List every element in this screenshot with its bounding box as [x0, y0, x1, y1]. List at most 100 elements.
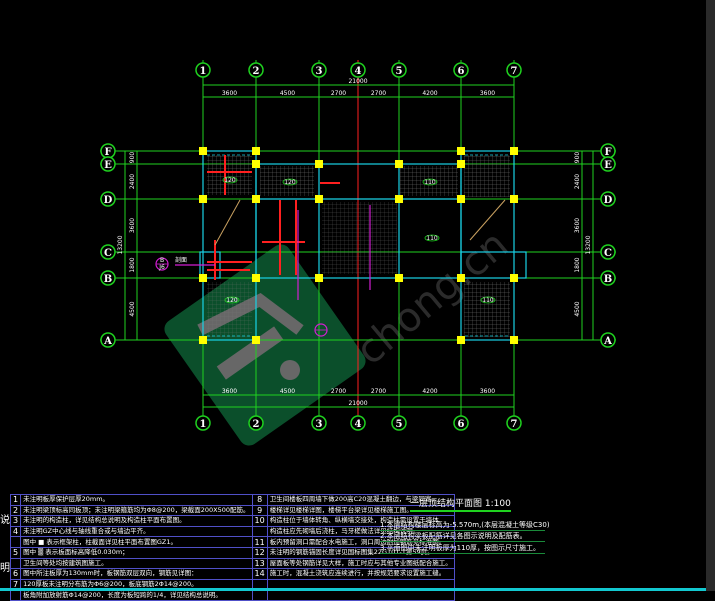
slab-thickness-label: 110 [482, 297, 494, 304]
axis-label-2: 2 [253, 66, 260, 77]
axis-bubble-E[interactable] [100, 156, 116, 172]
axis-bubble-7[interactable] [506, 415, 522, 431]
column-marker [395, 274, 403, 282]
row-dimension: 900 [129, 152, 136, 164]
axis-bubble-2[interactable] [248, 62, 264, 78]
slab-thickness-tag [424, 234, 440, 242]
row-dimension: 1800 [129, 257, 136, 272]
note-text: 未注明的构造柱，详见结构总说明及构造柱平面布置图。 [20, 515, 253, 527]
column-dimension: 2700 [331, 90, 346, 97]
column-marker [252, 147, 260, 155]
column-marker [395, 195, 403, 203]
section-marker-label: 剖面 [175, 256, 187, 264]
note-number: 8 [251, 494, 268, 506]
section-marker[interactable]: B J6 剖面 [155, 256, 187, 271]
column-marker [315, 195, 323, 203]
row-dimension: 3600 [574, 218, 581, 233]
axis-bubble-1[interactable] [195, 415, 211, 431]
column-dimension: 3600 [222, 388, 237, 395]
column-dimension: 4200 [422, 388, 437, 395]
note-number: 1 [9, 494, 22, 506]
section-marker-top: B [160, 257, 164, 264]
scrollbar[interactable] [706, 0, 715, 591]
slab-thickness-tag [224, 296, 240, 304]
axis-label-A: A [103, 336, 112, 347]
side-label-2: 明 [0, 563, 10, 575]
row-dimension: 4500 [574, 301, 581, 316]
axis-bubble-A[interactable] [100, 332, 116, 348]
axis-bubble-B[interactable] [100, 270, 116, 286]
note-number: 10 [251, 515, 268, 527]
axis-bubble-6[interactable] [453, 62, 469, 78]
note-number: 12 [251, 546, 268, 559]
axis-label-7: 7 [511, 66, 518, 77]
axis-bubble-5[interactable] [391, 62, 407, 78]
column-dimension: 3600 [480, 90, 495, 97]
note-text [266, 589, 455, 601]
note-number [9, 589, 22, 601]
slab-thickness-label: 110 [426, 235, 438, 242]
column-marker [252, 195, 260, 203]
column-dimension: 2700 [371, 388, 386, 395]
hatched-slab [400, 166, 458, 196]
axis-bubble-D[interactable] [600, 191, 616, 207]
axis-bubble-D[interactable] [100, 191, 116, 207]
axis-label-D: D [604, 195, 613, 206]
column-marker [252, 160, 260, 168]
hatched-slab [464, 155, 510, 197]
column-dimension: 4500 [280, 388, 295, 395]
column-marker [510, 336, 518, 344]
column-dimension: 4200 [422, 90, 437, 97]
axis-bubble-4[interactable] [350, 62, 366, 78]
axis-bubble-6[interactable] [453, 415, 469, 431]
axis-bubble-A[interactable] [600, 332, 616, 348]
note-number: 9 [251, 504, 268, 517]
axis-bubble-2[interactable] [248, 415, 264, 431]
axis-bubble-5[interactable] [391, 415, 407, 431]
note-number: 2 [9, 504, 22, 517]
note-text: 板角附加放射筋Φ14@200，长度为板短跨的1/4，详见结构总说明。 [20, 589, 253, 601]
note-number: 14 [251, 568, 268, 580]
column-marker [199, 147, 207, 155]
note-number [9, 536, 22, 548]
column-marker [457, 336, 465, 344]
axis-bubble-B[interactable] [600, 270, 616, 286]
note-text: 未注明GZ中心线与轴线重合或与墙边平齐。 [20, 525, 253, 538]
axis-bubble-C[interactable] [100, 244, 116, 260]
column-dimension: 4500 [280, 90, 295, 97]
slab-thickness-tag [282, 178, 298, 186]
column-dimension: 3600 [480, 388, 495, 395]
axis-bubble-3[interactable] [311, 415, 327, 431]
axis-label-3: 3 [316, 419, 323, 430]
note-text: 图中 ▒ 表示板面标高降低0.030m； [20, 546, 253, 559]
axis-label-4: 4 [355, 419, 362, 430]
axis-label-F: F [104, 147, 111, 158]
column-marker [510, 274, 518, 282]
axis-label-1: 1 [200, 66, 207, 77]
row-total-dimension: 13200 [117, 235, 124, 254]
slab-thickness-label: 110 [424, 179, 436, 186]
axis-label-E: E [604, 160, 612, 171]
section-marker-2[interactable] [314, 323, 328, 337]
row-dimension: 2400 [129, 174, 136, 189]
structural-columns [199, 147, 518, 344]
column-marker [315, 274, 323, 282]
slab-thickness-label: 120 [284, 179, 296, 186]
axis-bubble-4[interactable] [350, 415, 366, 431]
title-note-1: 1.本层结构楼层标高为-5.570m,(本层混凝土等级C30) [380, 521, 550, 531]
column-marker [199, 336, 207, 344]
axis-label-C: C [104, 248, 112, 259]
axis-label-4: 4 [355, 66, 362, 77]
axis-label-B: B [604, 274, 612, 285]
column-marker [315, 160, 323, 168]
row-dimension: 3600 [129, 218, 136, 233]
axis-bubble-3[interactable] [311, 62, 327, 78]
column-marker [199, 195, 207, 203]
axis-bubble-E[interactable] [600, 156, 616, 172]
axis-bubble-7[interactable] [506, 62, 522, 78]
axis-bubble-C[interactable] [600, 244, 616, 260]
axis-bubble-1[interactable] [195, 62, 211, 78]
